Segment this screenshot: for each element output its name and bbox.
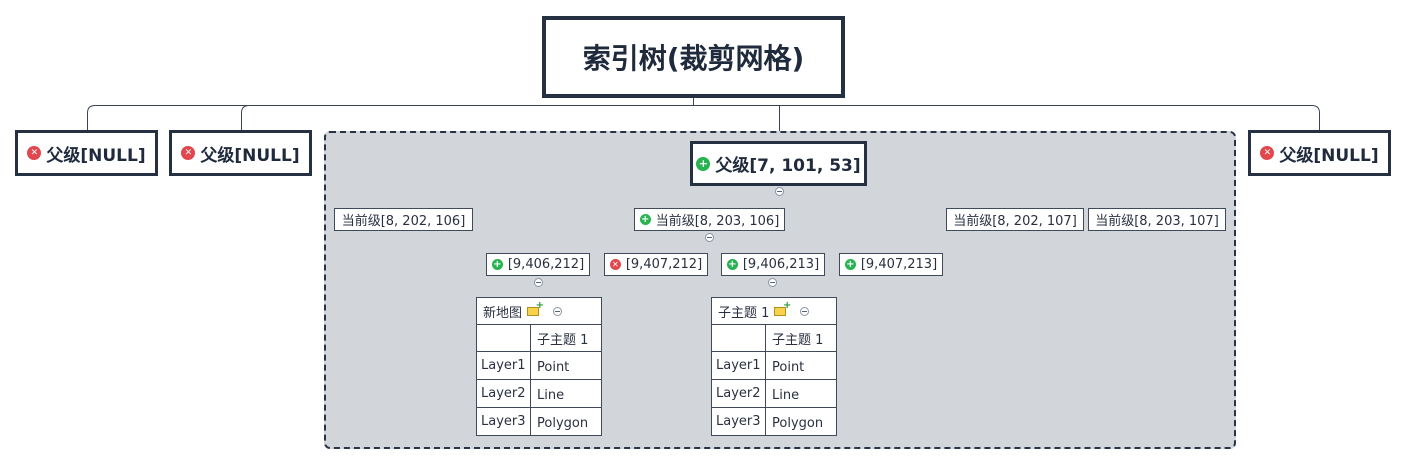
layer-label: Layer1 [711, 351, 766, 380]
sub-level-node-4[interactable]: + [9,407,213] [839, 253, 943, 276]
layer-type: Point [765, 351, 837, 380]
collapse-toggle-icon[interactable] [800, 306, 810, 316]
error-x-icon: ✕ [181, 146, 196, 160]
parent-node-null-4[interactable]: ✕ 父级[NULL] [1248, 130, 1391, 176]
error-x-icon: ✕ [27, 146, 42, 160]
collapse-toggle-icon[interactable] [553, 306, 563, 316]
sub-level-label: [9,406,212] [507, 257, 585, 272]
collapse-toggle-icon[interactable] [705, 233, 714, 242]
layer-label: Layer2 [476, 379, 531, 408]
table-corner-cell [711, 324, 766, 352]
collapse-toggle-icon[interactable] [534, 278, 543, 287]
table-title-cell[interactable]: 子主题 1 [711, 297, 837, 325]
table-title-cell[interactable]: 新地图 [476, 297, 602, 325]
layer-type: Line [765, 379, 837, 408]
layer-label: Layer3 [711, 407, 766, 436]
parent-node-label: 父级[NULL] [46, 145, 146, 166]
current-level-label: 当前级[8, 202, 107] [953, 214, 1077, 229]
add-plus-icon: + [726, 258, 738, 270]
root-node-label: 索引树(裁剪网格) [582, 42, 805, 75]
current-level-label: 当前级[8, 202, 106] [341, 214, 466, 229]
parent-node-selected[interactable]: + 父级[7, 101, 53] [690, 141, 867, 186]
sub-level-node-2[interactable]: ✕ [9,407,212] [604, 253, 708, 276]
root-node[interactable]: 索引树(裁剪网格) [542, 16, 845, 98]
note-add-icon[interactable] [774, 300, 791, 316]
layer-type: Polygon [765, 407, 837, 436]
error-x-icon: ✕ [1260, 146, 1275, 160]
layer-label: Layer3 [476, 407, 531, 436]
map-table-1[interactable]: 新地图 子主题 1 Layer1 Point Layer2 Line Layer… [476, 297, 602, 436]
error-x-icon: ✕ [609, 259, 621, 270]
current-level-label: 当前级[8, 203, 107] [1095, 214, 1219, 229]
map-table-2[interactable]: 子主题 1 子主题 1 Layer1 Point Layer2 Line Lay… [711, 297, 837, 436]
sub-level-label: [9,407,213] [860, 257, 938, 272]
parent-node-label: 父级[7, 101, 53] [715, 156, 861, 176]
table-title: 新地图 [483, 305, 523, 321]
layer-type: Point [530, 351, 602, 380]
parent-node-label: 父级[NULL] [200, 145, 300, 166]
current-level-node-4[interactable]: 当前级[8, 203, 107] [1088, 208, 1226, 231]
add-plus-icon: + [696, 156, 711, 171]
add-plus-icon: + [639, 213, 651, 225]
layer-type: Polygon [530, 407, 602, 436]
parent-node-label: 父级[NULL] [1279, 145, 1379, 166]
collapse-toggle-icon[interactable] [775, 187, 784, 196]
add-plus-icon: + [491, 258, 503, 270]
collapse-toggle-icon[interactable] [768, 278, 777, 287]
current-level-node-2[interactable]: + 当前级[8, 203, 106] [634, 208, 785, 231]
note-add-icon[interactable] [527, 300, 544, 316]
layer-label: Layer1 [476, 351, 531, 380]
current-level-node-3[interactable]: 当前级[8, 202, 107] [946, 208, 1084, 231]
column-header: 子主题 1 [765, 324, 837, 352]
parent-node-null-1[interactable]: ✕ 父级[NULL] [15, 130, 158, 176]
sub-level-label: [9,406,213] [742, 257, 820, 272]
current-level-node-1[interactable]: 当前级[8, 202, 106] [334, 208, 473, 231]
sub-level-node-1[interactable]: + [9,406,212] [486, 253, 590, 276]
parent-node-null-2[interactable]: ✕ 父级[NULL] [169, 130, 312, 176]
layer-label: Layer2 [711, 379, 766, 408]
current-level-label: 当前级[8, 203, 106] [655, 214, 780, 229]
table-title: 子主题 1 [718, 305, 770, 321]
sub-level-node-3[interactable]: + [9,406,213] [721, 253, 825, 276]
column-header: 子主题 1 [530, 324, 602, 352]
add-plus-icon: + [844, 258, 856, 270]
sub-level-label: [9,407,212] [625, 257, 703, 272]
layer-type: Line [530, 379, 602, 408]
table-corner-cell [476, 324, 531, 352]
